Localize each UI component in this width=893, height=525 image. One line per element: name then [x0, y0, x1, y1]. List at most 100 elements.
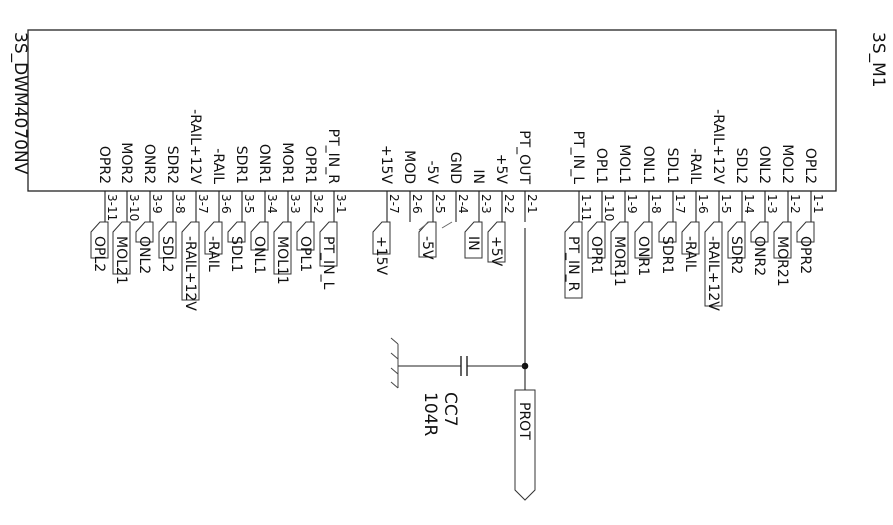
net-label-text: MOL11 — [274, 236, 290, 285]
net-label-text: MOR11 — [611, 236, 627, 287]
pin-number: 3-4 — [265, 194, 279, 214]
net-label[interactable]: +5V — [487, 221, 506, 267]
pin-number: 3-1 — [334, 194, 348, 214]
net-label-text: SDL2 — [159, 236, 175, 272]
component-value: 3S_DWM4070NV — [10, 32, 30, 175]
capacitor-cc7[interactable] — [460, 356, 468, 376]
pin-2-5[interactable]: -5V 2-5 -5V — [418, 160, 447, 260]
pin-name: OPL2 — [802, 148, 818, 184]
component-ref: 3S_M1 — [868, 32, 888, 88]
pin-1-5[interactable]: -RAIL+12V 1-5 -RAIL+12V — [704, 109, 733, 311]
pin-number: 3-3 — [288, 194, 302, 214]
pin-name: MOL2 — [779, 144, 795, 184]
net-label[interactable]: MOL21 — [112, 221, 131, 285]
net-label[interactable]: -RAIL — [681, 221, 700, 272]
pin-number: 3-11 — [105, 194, 119, 221]
net-label-text: PROT — [516, 402, 532, 440]
pin-name: -5V — [424, 160, 440, 184]
net-label[interactable]: OPL1 — [296, 221, 315, 272]
net-label[interactable]: OPL2 — [90, 221, 109, 272]
net-label[interactable]: ONL1 — [250, 221, 269, 274]
pin-number: 2-5 — [433, 194, 447, 214]
pin-name: +5V — [493, 154, 509, 185]
pin-number: 3-9 — [150, 194, 164, 214]
net-label-text: SDR1 — [659, 236, 675, 274]
net-label[interactable]: ONR2 — [750, 221, 769, 276]
net-label[interactable]: SDR2 — [727, 221, 746, 274]
pin-number: 1-10 — [602, 194, 616, 221]
net-label-text: -RAIL — [682, 236, 698, 272]
net-label[interactable]: PT_IN_R — [564, 221, 583, 299]
pin-number: 3-6 — [219, 194, 233, 214]
capacitor-value: 104R — [420, 392, 440, 436]
net-label[interactable]: ONR1 — [634, 221, 653, 276]
net-label[interactable]: MOR11 — [610, 221, 629, 287]
pin-number: 1-5 — [719, 194, 733, 214]
net-label[interactable]: PROT — [514, 389, 536, 501]
pin-3-1[interactable]: PT_IN_R3-1PT_IN_L — [319, 129, 348, 290]
net-label[interactable]: -RAIL+12V — [181, 221, 200, 311]
net-label[interactable]: OPR2 — [796, 221, 815, 274]
pin-name: ONL1 — [640, 146, 656, 184]
pin-name: -RAIL — [687, 148, 703, 184]
net-label[interactable]: IN — [464, 221, 483, 259]
pin-name: +15V — [378, 145, 394, 185]
net-label-text: PT_IN_L — [320, 236, 336, 290]
net-label[interactable]: OPR1 — [587, 221, 606, 274]
net-label[interactable]: -5V — [418, 221, 437, 260]
net-label[interactable]: MOR21 — [773, 221, 792, 287]
net-label[interactable]: ONL2 — [135, 221, 154, 274]
net-label-text: SDR2 — [728, 236, 744, 274]
component-body[interactable] — [27, 29, 837, 192]
net-label[interactable]: MOL11 — [273, 221, 292, 285]
pin-name: SDL1 — [664, 148, 680, 184]
net-label-text: ONL2 — [136, 236, 152, 274]
pin-name: SDR1 — [233, 146, 249, 184]
pin-number: 2-3 — [479, 194, 493, 214]
net-label[interactable]: -RAIL — [204, 221, 223, 272]
pin-number: 3-10 — [127, 194, 141, 221]
pin-number: 1-1 — [811, 194, 825, 214]
net-label[interactable]: SDR1 — [658, 221, 677, 274]
pin-number: 1-4 — [742, 194, 756, 214]
net-label-text: ONR2 — [751, 236, 767, 276]
net-label-text: -RAIL+12V — [182, 236, 198, 311]
net-label[interactable]: +15V — [372, 221, 391, 276]
net-label[interactable]: PT_IN_L — [319, 221, 338, 290]
net-label[interactable]: -RAIL+12V — [704, 221, 723, 311]
pin-number: 1-9 — [625, 194, 639, 214]
pin-name: SDR2 — [164, 146, 180, 184]
net-label[interactable]: SDL2 — [158, 221, 177, 272]
net-label[interactable]: SDL1 — [227, 221, 246, 272]
net-label-text: OPL1 — [297, 236, 313, 272]
pin-2-2[interactable]: +5V2-2+5V — [487, 154, 516, 267]
pin-number: 3-5 — [242, 194, 256, 214]
pin-2-3[interactable]: IN2-3IN — [464, 169, 493, 259]
pin-number: 1-2 — [788, 194, 802, 214]
pin-name: -RAIL+12V — [710, 109, 726, 184]
